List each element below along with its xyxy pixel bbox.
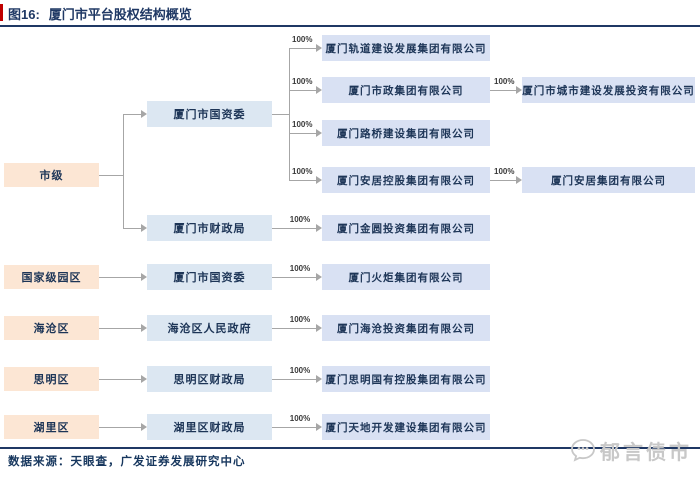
arrowhead-icon xyxy=(141,224,147,232)
connector-line xyxy=(272,277,316,278)
node-torch-group: 厦门火炬集团有限公司 xyxy=(322,264,490,290)
connector-line xyxy=(289,48,316,49)
connector-line xyxy=(289,180,316,181)
connector-line xyxy=(490,90,516,91)
connector-line xyxy=(272,328,316,329)
connector-line xyxy=(289,90,316,91)
ownership-label: 100% xyxy=(289,215,311,224)
node-anju-group: 厦门安居集团有限公司 xyxy=(522,167,695,193)
connector-line xyxy=(289,48,290,180)
node-siming-district: 思明区 xyxy=(4,367,99,391)
connector-line xyxy=(272,379,316,380)
node-road-bridge-group: 厦门路桥建设集团有限公司 xyxy=(322,120,490,146)
node-tiandi-group: 厦门天地开发建设集团有限公司 xyxy=(322,414,490,440)
node-city-finance-bureau: 厦门市财政局 xyxy=(147,215,272,241)
node-national-park: 国家级园区 xyxy=(4,265,99,289)
node-jinyuan-investment: 厦门金圆投资集团有限公司 xyxy=(322,215,490,241)
arrowhead-icon xyxy=(316,375,322,383)
node-haicang-district: 海沧区 xyxy=(4,316,99,340)
figure-title: 图16: 厦门市平台股权结构概览 xyxy=(8,4,192,23)
arrowhead-icon xyxy=(516,86,522,94)
arrowhead-icon xyxy=(141,110,147,118)
figure-label: 图16: xyxy=(8,7,40,22)
connector-line xyxy=(123,114,124,228)
arrowhead-icon xyxy=(141,375,147,383)
ownership-label: 100% xyxy=(292,167,313,176)
connector-line xyxy=(123,228,141,229)
connector-line xyxy=(99,427,141,428)
arrowhead-icon xyxy=(316,273,322,281)
arrowhead-icon xyxy=(316,324,322,332)
chat-bubble-icon xyxy=(571,439,595,462)
connector-line xyxy=(99,175,123,176)
arrowhead-icon xyxy=(316,224,322,232)
ownership-label: 100% xyxy=(289,366,311,375)
ownership-label: 100% xyxy=(292,35,313,44)
ownership-label: 100% xyxy=(289,414,311,423)
node-urban-construction-investment: 厦门市城市建设发展投资有限公司 xyxy=(522,77,695,103)
arrowhead-icon xyxy=(516,176,522,184)
node-haicang-gov: 海沧区人民政府 xyxy=(147,315,272,341)
arrowhead-icon xyxy=(316,44,322,52)
connector-line xyxy=(99,328,141,329)
ownership-label: 100% xyxy=(289,264,311,273)
title-divider xyxy=(0,25,700,27)
node-rail-group: 厦门轨道建设发展集团有限公司 xyxy=(322,35,490,61)
figure-title-text: 厦门市平台股权结构概览 xyxy=(48,7,192,22)
ownership-label: 100% xyxy=(292,77,313,86)
connector-line xyxy=(289,133,316,134)
connector-line xyxy=(272,228,316,229)
node-huli-finance: 湖里区财政局 xyxy=(147,414,272,440)
node-haicang-investment: 厦门海沧投资集团有限公司 xyxy=(322,315,490,341)
node-city-sasac: 厦门市国资委 xyxy=(147,101,272,127)
connector-line xyxy=(490,180,516,181)
ownership-label: 100% xyxy=(292,120,313,129)
arrowhead-icon xyxy=(316,176,322,184)
watermark-text: 郁言债市 xyxy=(600,442,692,464)
footer-divider xyxy=(0,447,700,449)
connector-line xyxy=(123,114,141,115)
data-source-note: 数据来源：天眼查，广发证券发展研究中心 xyxy=(8,456,246,468)
arrowhead-icon xyxy=(316,86,322,94)
node-huli-district: 湖里区 xyxy=(4,415,99,439)
node-siming-holding: 厦门思明国有控股集团有限公司 xyxy=(322,366,490,392)
node-anju-holding: 厦门安居控股集团有限公司 xyxy=(322,167,490,193)
arrowhead-icon xyxy=(316,129,322,137)
connector-line xyxy=(272,114,289,115)
ownership-label: 100% xyxy=(494,167,515,176)
connector-line xyxy=(272,427,316,428)
arrowhead-icon xyxy=(141,423,147,431)
node-municipal-group: 厦门市政集团有限公司 xyxy=(322,77,490,103)
watermark: 郁言债市 xyxy=(570,436,692,465)
title-accent-bar xyxy=(0,4,3,21)
connector-line xyxy=(99,277,141,278)
node-siming-finance: 思明区财政局 xyxy=(147,366,272,392)
node-city-level: 市级 xyxy=(4,163,99,187)
arrowhead-icon xyxy=(316,423,322,431)
arrowhead-icon xyxy=(141,273,147,281)
connector-line xyxy=(99,379,141,380)
ownership-label: 100% xyxy=(289,315,311,324)
ownership-label: 100% xyxy=(494,77,515,86)
node-park-sasac: 厦门市国资委 xyxy=(147,264,272,290)
arrowhead-icon xyxy=(141,324,147,332)
